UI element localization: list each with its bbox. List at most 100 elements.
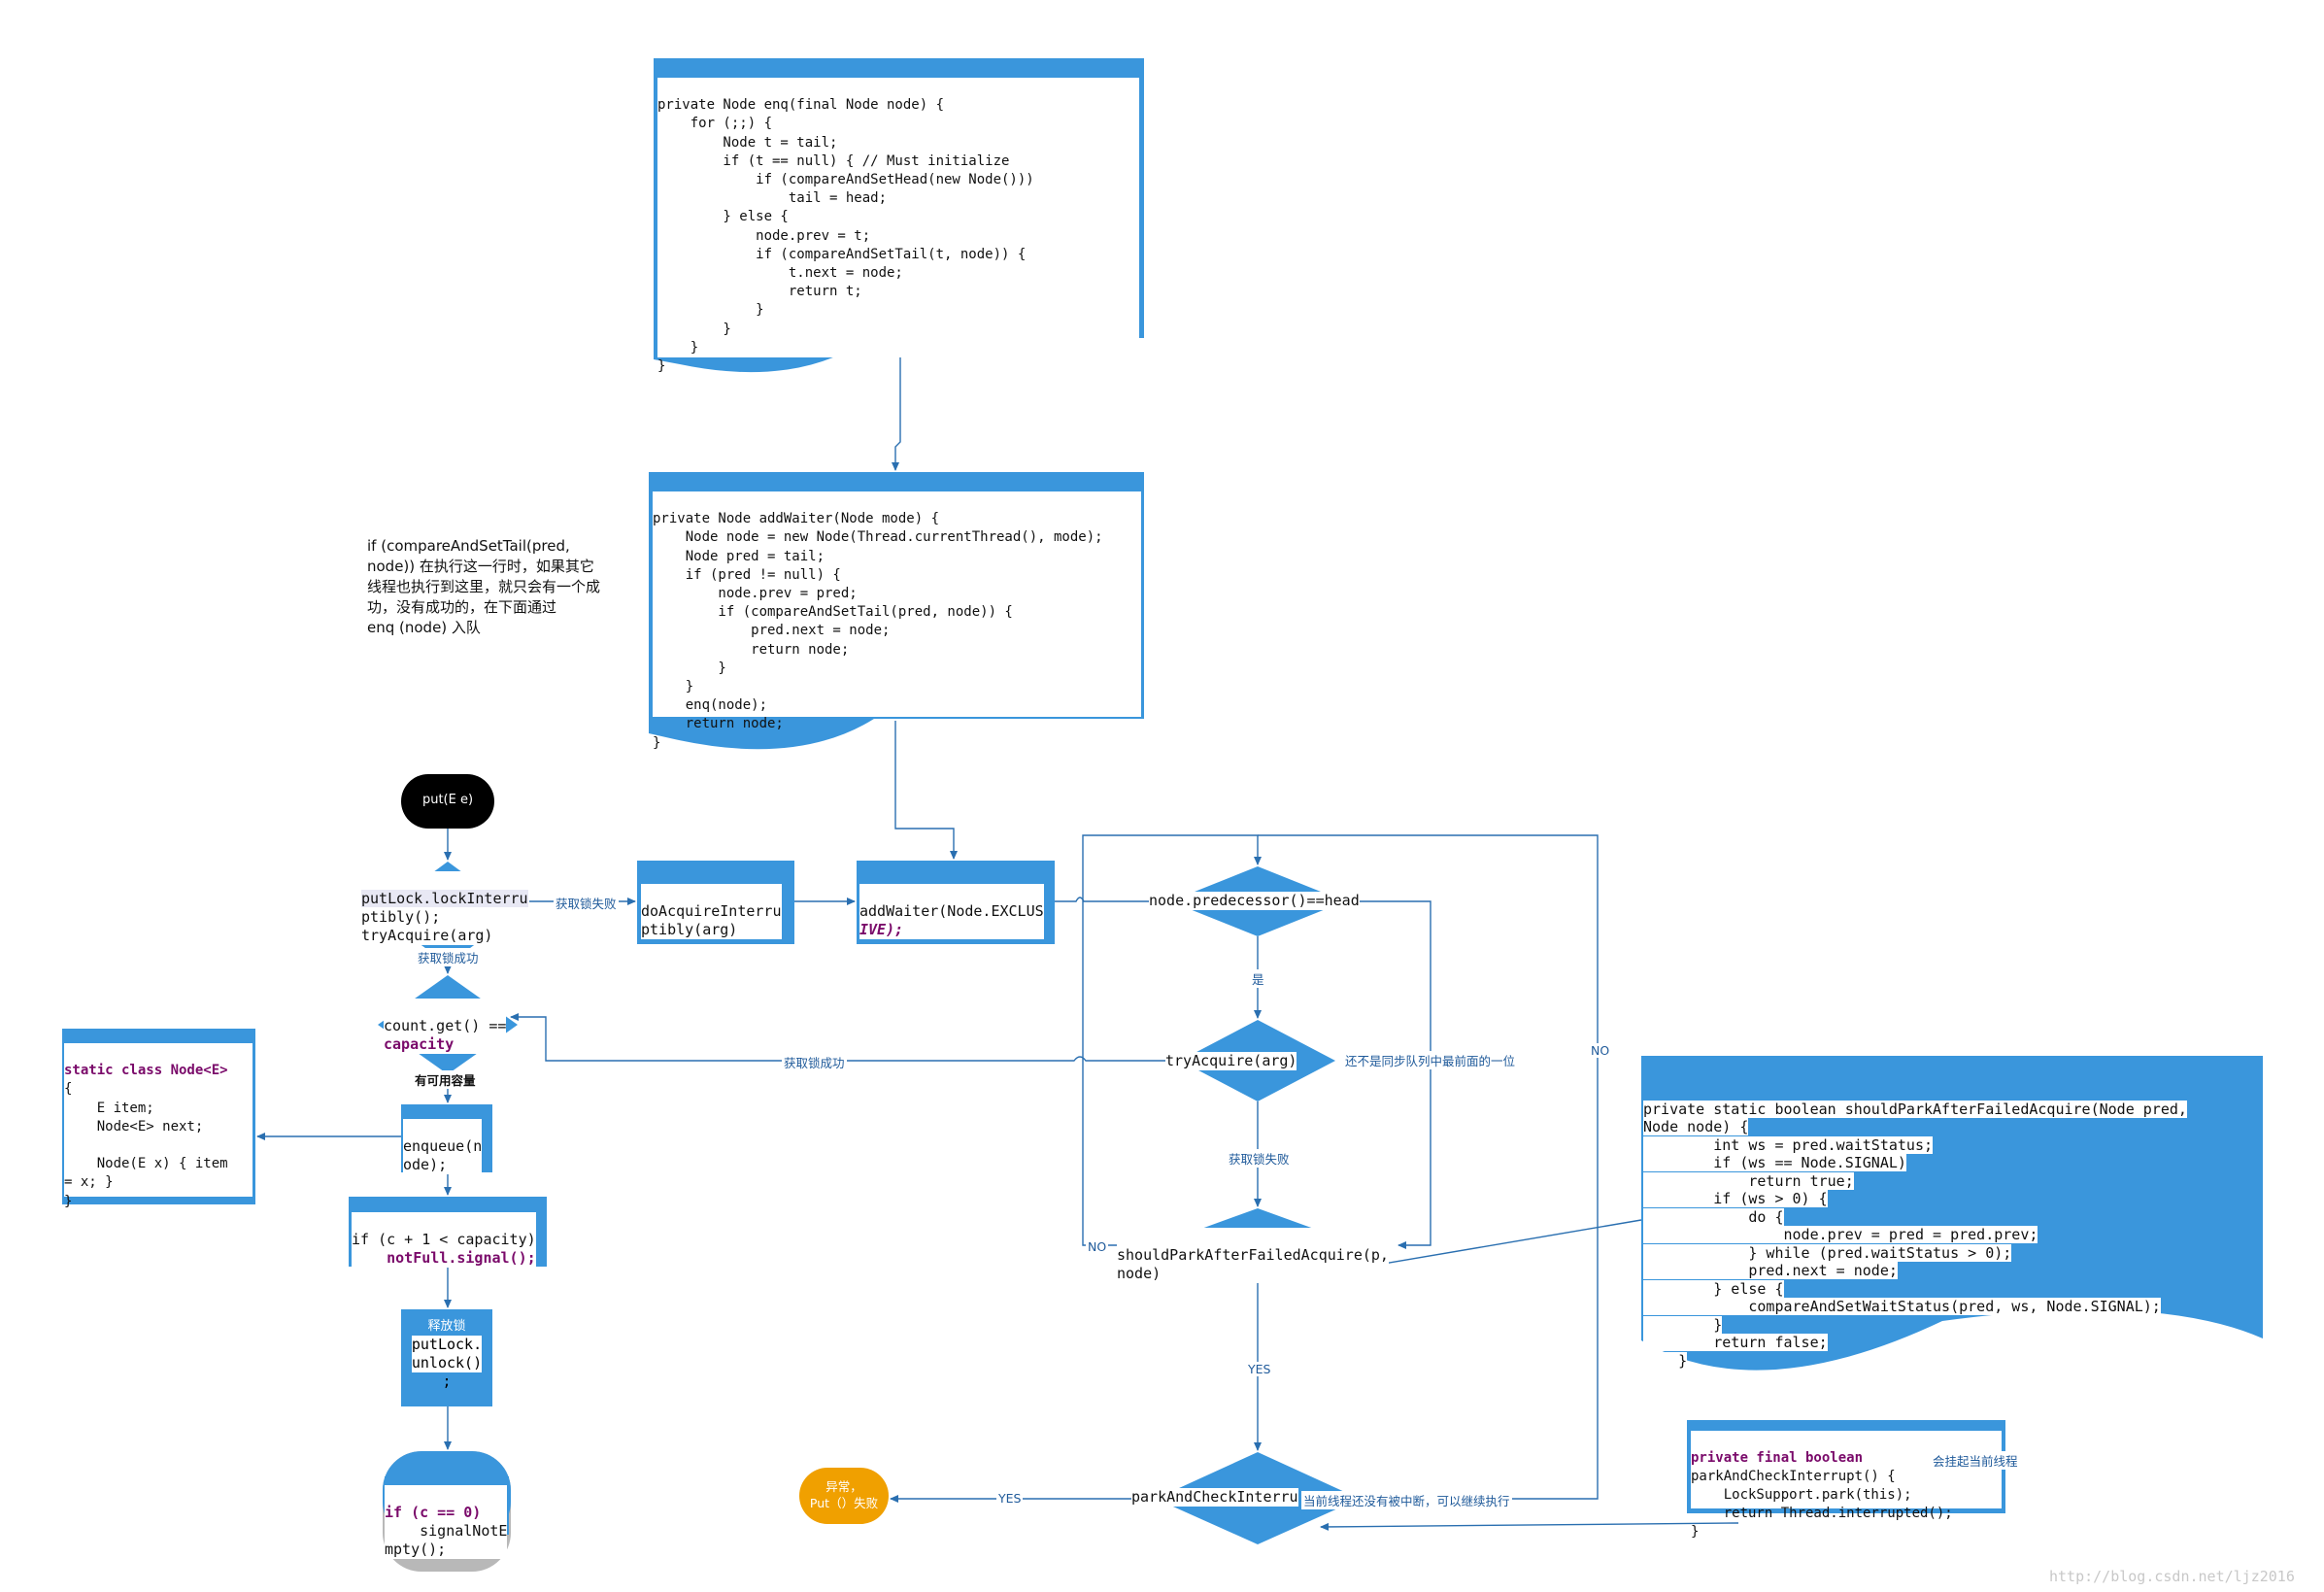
node-class-line: } [64, 1193, 73, 1209]
enq-line: t.next = node; [657, 265, 903, 282]
count-decision-text: count.get() == capacity [384, 999, 507, 1054]
label-yes-down: YES [1246, 1362, 1273, 1376]
exception-line: Put（）失败 [809, 1496, 879, 1510]
should-park-line: shouldParkAfterFailedAcquire(p, [1117, 1246, 1389, 1264]
add-waiter-text: addWaiter(Node.EXCLUS IVE); [859, 884, 1044, 939]
addwaiter-line: } [653, 660, 726, 676]
park-code: private final boolean parkAndCheckInterr… [1691, 1431, 2002, 1540]
sne-line: mpty(); [385, 1541, 447, 1558]
cas-note: if (compareAndSetTail(pred, node)) 在执行这一… [367, 536, 629, 638]
try-acquire-text: tryAcquire(arg) [1165, 1052, 1297, 1070]
should-park-code-line: } [1643, 1351, 1688, 1370]
unlock-text: 释放锁 putLock. unlock() ; [401, 1317, 492, 1391]
enq-line: } [657, 339, 699, 356]
should-park-code-line: if (ws == Node.SIGNAL) [1643, 1154, 1906, 1171]
park-code-line: parkAndCheckInterrupt() { [1691, 1469, 1896, 1484]
exception-box [799, 1468, 889, 1524]
should-park-code-line: } [1643, 1315, 1723, 1334]
predecessor-text: node.predecessor()==head [1149, 892, 1360, 910]
should-park-code-line: if (ws > 0) { [1643, 1190, 1828, 1207]
node-class-line: static class Node<E> [64, 1063, 228, 1079]
node-class-line: Node<E> next; [64, 1118, 204, 1135]
enq-line: Node t = tail; [657, 134, 838, 151]
label-no-right: NO [1589, 1043, 1612, 1058]
note-line: enq (node) 入队 [367, 619, 481, 636]
start-label: put(E e) [421, 793, 474, 807]
note-line: 功，没有成功的，在下面通过 [367, 598, 557, 616]
addwaiter-line: pred.next = node; [653, 623, 891, 639]
node-class-line: Node(E x) { item [64, 1156, 228, 1172]
park-code-line: return Thread.interrupted(); [1691, 1506, 1953, 1521]
should-park-code-line: node.prev = pred = pred.prev; [1643, 1226, 2038, 1243]
signal-line: if (c + 1 < capacity) [352, 1231, 536, 1248]
signal-text: if (c + 1 < capacity) notFull.signal(); [352, 1212, 536, 1268]
should-park-code-line: } while (pred.waitStatus > 0); [1643, 1243, 2012, 1262]
enq-line: return t; [657, 284, 862, 300]
count-line: capacity [384, 1035, 455, 1053]
should-park-code: private static boolean shouldParkAfterFa… [1643, 1082, 2255, 1370]
unlock-line: putLock. [411, 1336, 483, 1354]
addwaiter-line: } [653, 734, 661, 751]
do-acquire-line: ptibly(arg) [641, 921, 738, 938]
enq-line: if (t == null) { // Must initialize [657, 152, 1010, 169]
addwaiter-line: Node node = new Node(Thread.currentThrea… [653, 529, 1103, 546]
note-line: node)) 在执行这一行时，如果其它 [367, 558, 594, 575]
label-yes-left: YES [996, 1491, 1024, 1506]
start-terminal [401, 774, 494, 829]
enq-line: tail = head; [657, 190, 888, 207]
signal-line: notFull.signal(); [352, 1249, 536, 1267]
sne-line: signalNotE [385, 1522, 508, 1540]
should-park-code-line: return true; [1643, 1171, 1854, 1190]
enqueue-text: enqueue(n ode); [403, 1119, 483, 1174]
should-park-code-line: } else { [1643, 1279, 1784, 1298]
should-park-code-line: do { [1643, 1207, 1784, 1226]
label-capacity-available: 有可用容量 [413, 1070, 478, 1089]
addwaiter-line: return node; [653, 716, 784, 732]
node-class-text: static class Node<E> { E item; Node<E> n… [64, 1043, 253, 1209]
should-park-code-line: Node node) { [1643, 1118, 1749, 1135]
park-code-note: 会挂起当前线程 [1933, 1451, 2018, 1470]
unlock-title: 释放锁 [427, 1319, 466, 1334]
label-yes-is: 是 [1250, 969, 1266, 988]
label-no-left: NO [1086, 1239, 1109, 1254]
watermark: http://blog.csdn.net/ljz2016 [2049, 1568, 2295, 1585]
enqueue-line: ode); [403, 1156, 448, 1173]
should-park-code-line: compareAndSetWaitStatus(pred, ws, Node.S… [1643, 1298, 2161, 1315]
signal-not-empty-text: if (c == 0) signalNotE mpty(); [385, 1485, 508, 1559]
exception-line: 异常， [825, 1479, 862, 1494]
addwaiter-line: Node pred = tail; [653, 548, 825, 564]
enq-line: node.prev = t; [657, 227, 871, 244]
note-line: 线程也执行到这里，就只会有一个成 [367, 578, 601, 595]
sne-line: if (c == 0) [385, 1504, 482, 1521]
label-acquire-fail-2: 获取锁失败 [1227, 1149, 1292, 1168]
should-park-code-line: int ws = pred.waitStatus; [1643, 1135, 1934, 1154]
should-park-code-shape [1641, 1056, 2263, 1371]
label-not-first: 还不是同步队列中最前面的一位 [1343, 1051, 1518, 1069]
lock-decision-text: putLock.lockInterru ptibly(); tryAcquire… [361, 871, 528, 945]
lock-line: ptibly(); [361, 908, 441, 926]
addwaiter-line: private Node addWaiter(Node mode) { [653, 511, 940, 527]
lock-line: tryAcquire(arg) [361, 927, 493, 944]
do-acquire-text: doAcquireInterru ptibly(arg) [641, 884, 782, 939]
add-waiter-line: IVE); [859, 921, 904, 938]
addwaiter-code: private Node addWaiter(Node mode) { Node… [653, 491, 1141, 751]
should-park-code-line: return false; [1643, 1334, 1828, 1351]
addwaiter-line: if (compareAndSetTail(pred, node)) { [653, 604, 1013, 621]
should-park-code-line: pred.next = node; [1643, 1262, 1898, 1279]
node-class-line: { [64, 1081, 73, 1098]
should-park-text: shouldParkAfterFailedAcquire(p, node) [1117, 1228, 1389, 1283]
label-acquire-success-2: 获取锁成功 [782, 1053, 847, 1071]
enq-line: private Node enq(final Node node) { [657, 97, 945, 114]
enq-line: } [657, 358, 666, 375]
enq-line: } [657, 321, 731, 337]
addwaiter-line: return node; [653, 641, 850, 658]
node-class-line: = x; } [64, 1174, 114, 1191]
should-park-line: node) [1117, 1265, 1162, 1282]
enq-line: } else { [657, 209, 789, 225]
park-code-line: } [1691, 1524, 1700, 1540]
should-park-code-line: private static boolean shouldParkAfterFa… [1643, 1100, 2187, 1118]
addwaiter-line: node.prev = pred; [653, 586, 858, 602]
enqueue-line: enqueue(n [403, 1137, 483, 1155]
addwaiter-line: if (pred != null) { [653, 566, 841, 583]
add-waiter-line: addWaiter(Node.EXCLUS [859, 902, 1044, 920]
